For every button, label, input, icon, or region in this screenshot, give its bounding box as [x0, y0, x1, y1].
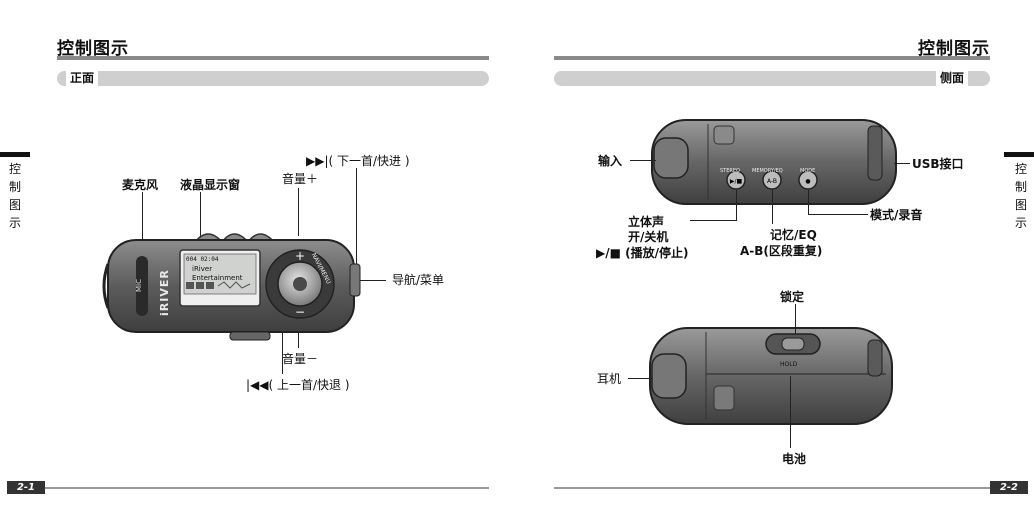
- device-btn-mode-text: MODE: [800, 168, 816, 174]
- label-power-onoff: 开/关机: [628, 230, 669, 244]
- label-volume-up: 音量＋: [282, 172, 319, 186]
- right-bottom-rule: [554, 487, 994, 489]
- device-lcd-line2: iRiver: [192, 265, 213, 273]
- left-side-tab-bar: [0, 152, 30, 157]
- leader-volume-up: [298, 188, 299, 236]
- device-btn-stereo-text: STEREO: [720, 168, 740, 174]
- device-encoding-text: DIRECT ENCODING: [190, 296, 245, 302]
- left-side-tab-char: 图: [8, 198, 21, 212]
- label-volume-down: 音量－: [282, 352, 319, 366]
- leader-prev: [282, 302, 283, 374]
- left-side-tab-char: 控: [8, 162, 21, 176]
- device-front-illustration: + −: [102, 233, 361, 341]
- right-header-title: 控制图示: [918, 39, 990, 59]
- label-navigation-menu: 导航/菜单: [392, 273, 445, 287]
- label-mode-record: 模式/录音: [870, 208, 923, 222]
- svg-text:−: −: [295, 305, 305, 319]
- left-section-label: 正面: [66, 71, 99, 86]
- right-side-tab-char: 图: [1014, 198, 1027, 212]
- leader-lock: [795, 304, 796, 334]
- left-side-tab-char: 制: [8, 180, 21, 194]
- leader-stereo: [690, 220, 736, 221]
- leader-next: [356, 168, 357, 286]
- right-page-number: 2-2: [990, 481, 1028, 494]
- left-bottom-rule: [45, 487, 489, 489]
- device-brand-logo: iRIVER: [158, 269, 171, 316]
- device-hold-text: HOLD: [780, 361, 798, 368]
- leader-microphone: [142, 192, 143, 270]
- right-side-tab-bar: [1004, 152, 1034, 157]
- left-page-number: 2-1: [7, 481, 45, 494]
- label-input: 输入: [598, 154, 623, 168]
- svg-text:●: ●: [805, 178, 810, 185]
- leader-earphone: [628, 378, 652, 379]
- right-side-tab: 控 制 图 示: [1014, 160, 1028, 232]
- left-section-pill: [57, 71, 489, 86]
- label-stereo: 立体声: [628, 215, 665, 229]
- right-header-rule: [554, 56, 990, 60]
- right-side-tab-char: 示: [1014, 216, 1027, 230]
- label-microphone: 麦克风: [122, 178, 159, 192]
- leader-memory: [772, 190, 773, 224]
- label-memory-eq: 记忆/EQ: [770, 228, 817, 242]
- label-earphone: 耳机: [597, 372, 622, 386]
- svg-text:A-B: A-B: [767, 178, 777, 185]
- left-header-rule: [57, 56, 489, 60]
- svg-text:▶/■: ▶/■: [730, 178, 743, 185]
- right-section-label: 侧面: [936, 71, 969, 86]
- leader-stereo-v: [736, 190, 737, 221]
- label-next-ff: ▶▶|( 下一首/快进 ): [306, 154, 410, 168]
- right-side-tab-char: 控: [1014, 162, 1027, 176]
- leader-lcd: [200, 192, 201, 252]
- leader-mode: [808, 214, 868, 215]
- device-btn-memory-text: MEMORY/EQ: [752, 168, 783, 174]
- device-lcd-line1: 004 02:04: [186, 256, 219, 263]
- label-ab-repeat: A-B(区段重复): [740, 244, 823, 258]
- leader-navigation: [356, 280, 386, 281]
- right-section-pill: [554, 71, 990, 86]
- device-side-hold-illustration: [649, 327, 893, 425]
- device-side-buttons-illustration: ▶/■ A-B ●: [651, 119, 897, 205]
- leader-mode-v: [808, 190, 809, 214]
- left-side-tab-char: 示: [8, 216, 21, 230]
- left-header-title: 控制图示: [57, 39, 129, 59]
- left-side-tab: 控 制 图 示: [8, 160, 22, 232]
- device-lcd-line3: Entertainment: [192, 274, 243, 282]
- right-side-tab-char: 制: [1014, 180, 1027, 194]
- label-prev-rew: |◀◀( 上一首/快退 ): [246, 378, 350, 392]
- leader-battery: [790, 376, 791, 448]
- label-battery: 电池: [782, 452, 807, 466]
- leader-input: [630, 160, 656, 161]
- label-lcd-window: 液晶显示窗: [180, 178, 241, 192]
- leader-usb: [894, 163, 910, 164]
- label-usb-port: USB接口: [912, 157, 964, 171]
- label-lock: 锁定: [780, 290, 805, 304]
- svg-text:+: +: [295, 249, 305, 263]
- device-mic-text: MIC: [135, 279, 143, 292]
- label-play-pause: ▶/■ (播放/停止): [596, 246, 689, 260]
